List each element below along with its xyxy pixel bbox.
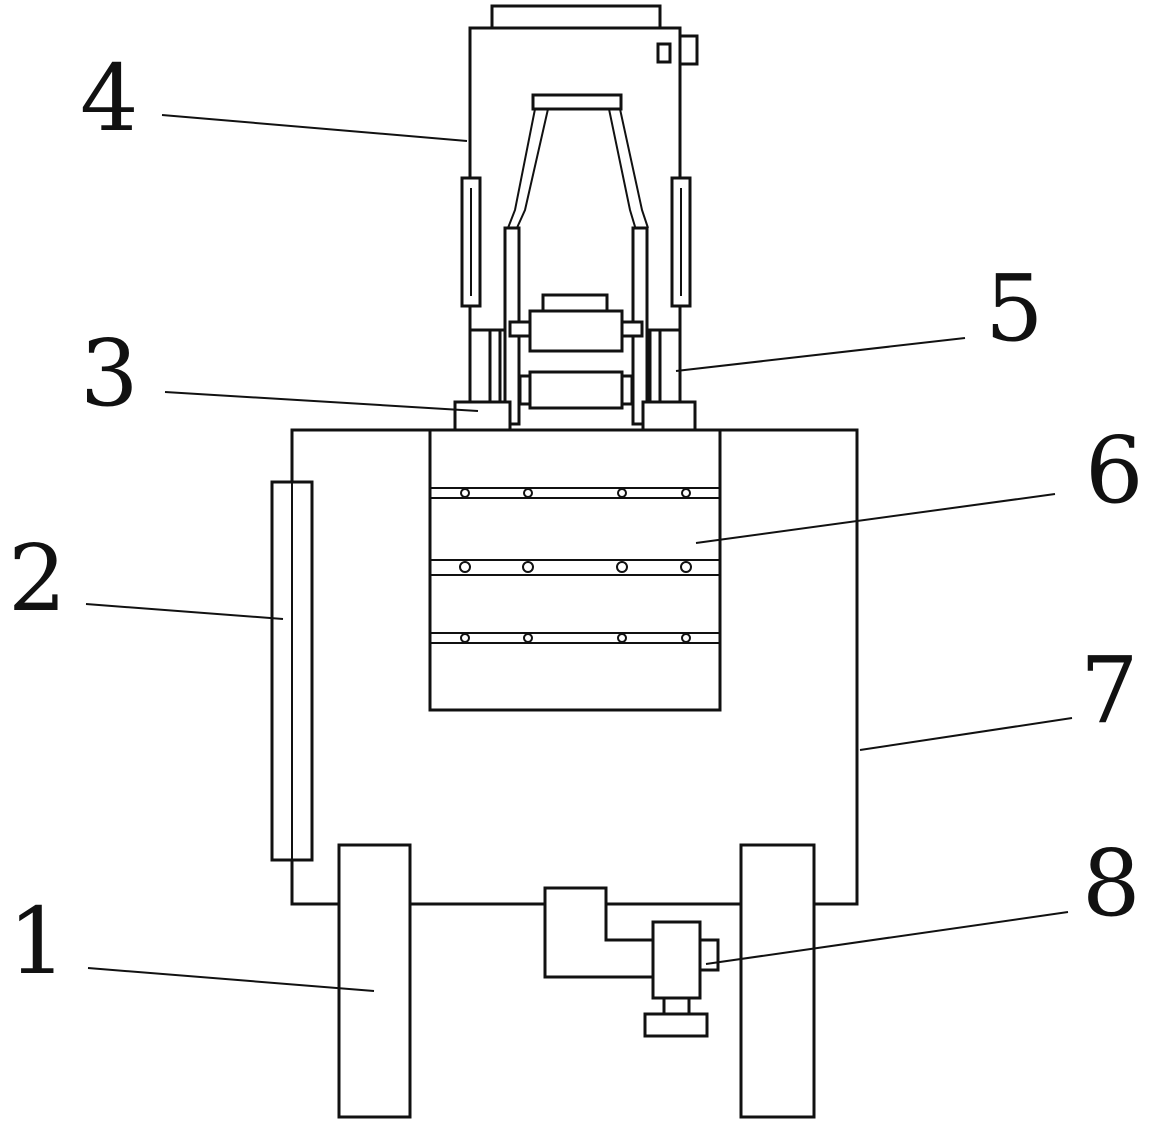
label-2: 2: [8, 525, 67, 632]
support-columns: [468, 328, 682, 404]
leader-line-1: [87, 967, 375, 992]
leader-line-6: [695, 493, 1056, 544]
label-3: 3: [80, 320, 139, 427]
right-column: [658, 328, 682, 404]
shelf-box: [428, 428, 722, 712]
leader-line-7: [859, 717, 1073, 751]
base-blocks: [453, 400, 697, 432]
leader-lines: [85, 114, 1073, 992]
label-6: 6: [1085, 417, 1144, 524]
shelf-frame: [428, 428, 722, 712]
leader-line-5: [675, 337, 966, 372]
left-base-block: [453, 400, 512, 432]
label-7: 7: [1080, 637, 1139, 744]
bolt-hole: [522, 561, 534, 573]
clamp-top-bar: [531, 93, 623, 111]
bolt-hole: [680, 561, 692, 573]
side-handle: [270, 480, 314, 862]
upper-housing: [460, 4, 699, 426]
bolt-hole: [523, 633, 533, 643]
bolt-hole: [459, 561, 471, 573]
leader-line-4: [161, 114, 468, 142]
part-labels: 1 2 3 4 5 6 7 8: [8, 45, 1144, 995]
motor-shaft: [662, 996, 691, 1016]
right-column-inner: [648, 328, 662, 404]
right-base-block: [641, 400, 697, 432]
bolt-hole: [681, 488, 691, 498]
label-5: 5: [985, 255, 1044, 362]
bolt-hole: [616, 561, 628, 573]
left-wheel: [337, 843, 412, 1119]
block-right-pin: [620, 320, 644, 338]
motor-assembly: [543, 886, 720, 1038]
left-column: [468, 328, 492, 404]
left-arm-inner: [515, 108, 549, 231]
label-8: 8: [1082, 830, 1141, 937]
bolt-hole: [617, 633, 627, 643]
right-arm-outer: [619, 108, 649, 229]
motor-side-cap: [698, 938, 720, 972]
leader-line-8: [705, 911, 1069, 965]
side-knob: [678, 34, 699, 66]
right-wheel: [739, 843, 816, 1119]
right-arm-inner: [608, 108, 637, 231]
leader-line-2: [85, 603, 284, 620]
block-left-pin: [508, 320, 532, 338]
left-column-inner: [488, 328, 502, 404]
bolt-hole: [523, 488, 533, 498]
top-cap: [490, 4, 662, 30]
upper-center-block: [528, 309, 624, 353]
side-knob-inner: [656, 42, 672, 64]
label-1: 1: [8, 888, 67, 995]
leader-line-3: [164, 391, 479, 412]
lower-center-roller: [528, 370, 624, 410]
motor-body: [651, 920, 702, 1000]
left-arm-outer: [507, 108, 536, 229]
bolt-hole: [617, 488, 627, 498]
motor-foot: [643, 1012, 709, 1038]
wheels: [337, 843, 816, 1119]
bolt-hole: [460, 633, 470, 643]
bolt-hole: [460, 488, 470, 498]
bolt-hole: [681, 633, 691, 643]
label-4: 4: [80, 45, 139, 152]
